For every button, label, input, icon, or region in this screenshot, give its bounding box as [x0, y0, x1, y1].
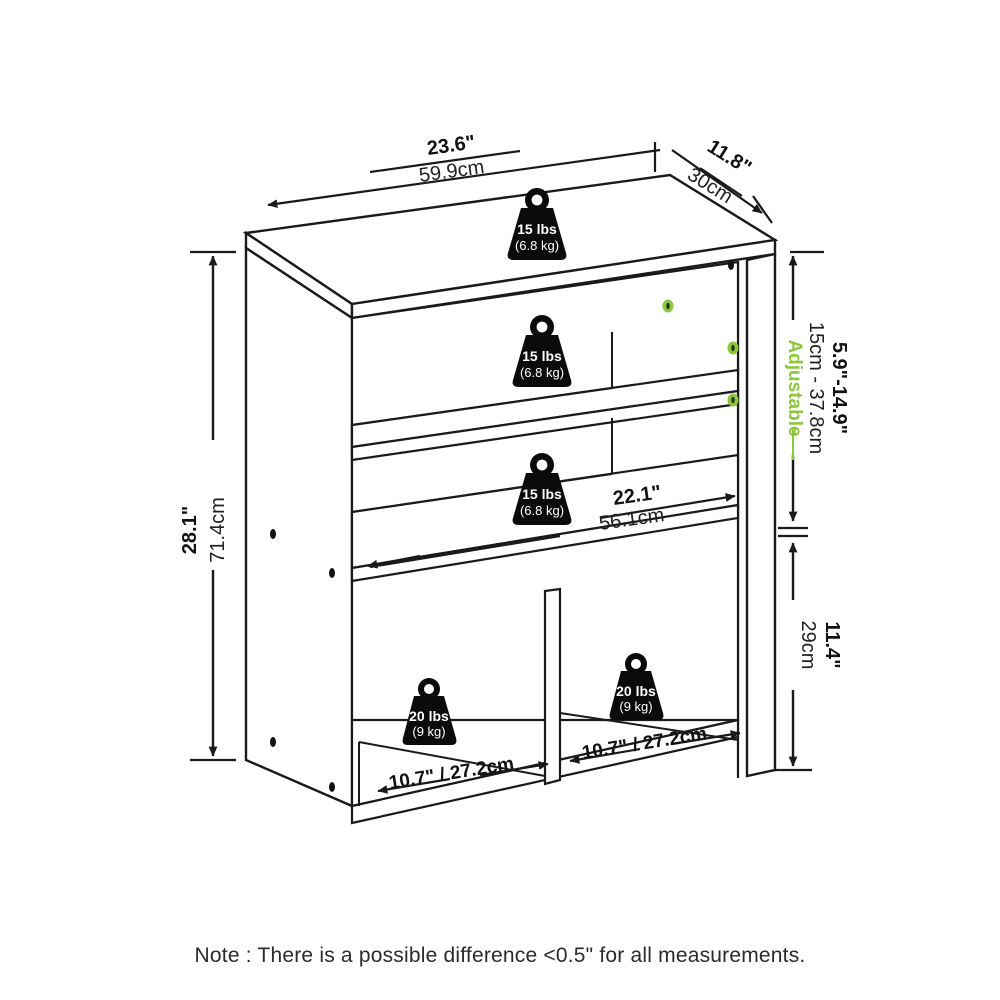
shelf-upper-back-line [351, 387, 613, 426]
label-adjustable-inch: 5.9"-14.9" [828, 342, 850, 434]
left-side-panel [244, 245, 354, 808]
shelf-lower-back-line [351, 473, 613, 513]
dimension-depth-top [671, 149, 773, 224]
shelf-pin-hole-2-center [731, 344, 735, 352]
cam-lock-holes [270, 260, 734, 792]
shelf-lower-front-edge [350, 503, 740, 583]
weight-lbs-label: 15 lbs [522, 348, 562, 364]
weight-kg-label: (6.8 kg) [520, 503, 564, 518]
label-adjustable-cm: 15cm - 37.8cm [805, 322, 827, 454]
shelf-pin-hole-3-center [731, 396, 735, 404]
weight-icon-shelf-upper: 15 lbs (6.8 kg) [512, 315, 572, 387]
label-adjustable: Adjustable [784, 339, 805, 436]
cam-hole-4 [329, 782, 335, 792]
label-height-cm: 71.4cm [207, 497, 229, 563]
dimension-cubby-left [377, 761, 549, 794]
weight-kg-label: (6.8 kg) [515, 238, 559, 253]
dimension-shelf-width [367, 493, 736, 569]
dimension-bottom-right [775, 542, 812, 772]
shelf-upper-front-edge [350, 389, 740, 462]
label-bottom-cm: 29cm [797, 621, 819, 670]
weight-icon-shelf-lower: 15 lbs (6.8 kg) [512, 453, 572, 525]
dimension-adjustable-right [778, 250, 824, 538]
weight-kg-label: (9 kg) [412, 724, 445, 739]
label-height-inch: 28.1" [179, 506, 201, 554]
cam-hole-1 [270, 529, 276, 539]
dimension-cubby-right [569, 730, 741, 764]
dimension-width-top [267, 142, 661, 209]
right-side-panel [745, 252, 777, 778]
dimension-height-left [190, 250, 236, 762]
weight-kg-label: (6.8 kg) [520, 365, 564, 380]
label-width-inch: 23.6" [426, 131, 477, 160]
cubby-center-divider [543, 587, 562, 786]
weight-lbs-label: 20 lbs [616, 683, 656, 699]
footer-note: Note : There is a possible difference <0… [194, 944, 806, 967]
cubby-right-floor-line [559, 712, 739, 741]
weight-lbs-label: 15 lbs [517, 221, 557, 237]
weight-lbs-label: 20 lbs [409, 708, 449, 724]
shelf-pin-holes [662, 299, 739, 407]
cam-hole-2 [329, 568, 335, 578]
weight-lbs-label: 15 lbs [522, 486, 562, 502]
weight-icon-cubby-right: 20 lbs (9 kg) [609, 653, 664, 720]
shelf-pin-hole-1-center [666, 302, 670, 310]
weight-icon-top-surface: 15 lbs (6.8 kg) [507, 188, 567, 260]
weight-icon-cubby-left: 20 lbs (9 kg) [402, 678, 457, 745]
weight-kg-label: (9 kg) [619, 699, 652, 714]
cam-hole-5 [728, 260, 734, 270]
label-bottom-inch: 11.4" [821, 621, 843, 668]
label-width-cm: 59.9cm [418, 156, 486, 187]
cam-hole-3 [270, 737, 276, 747]
